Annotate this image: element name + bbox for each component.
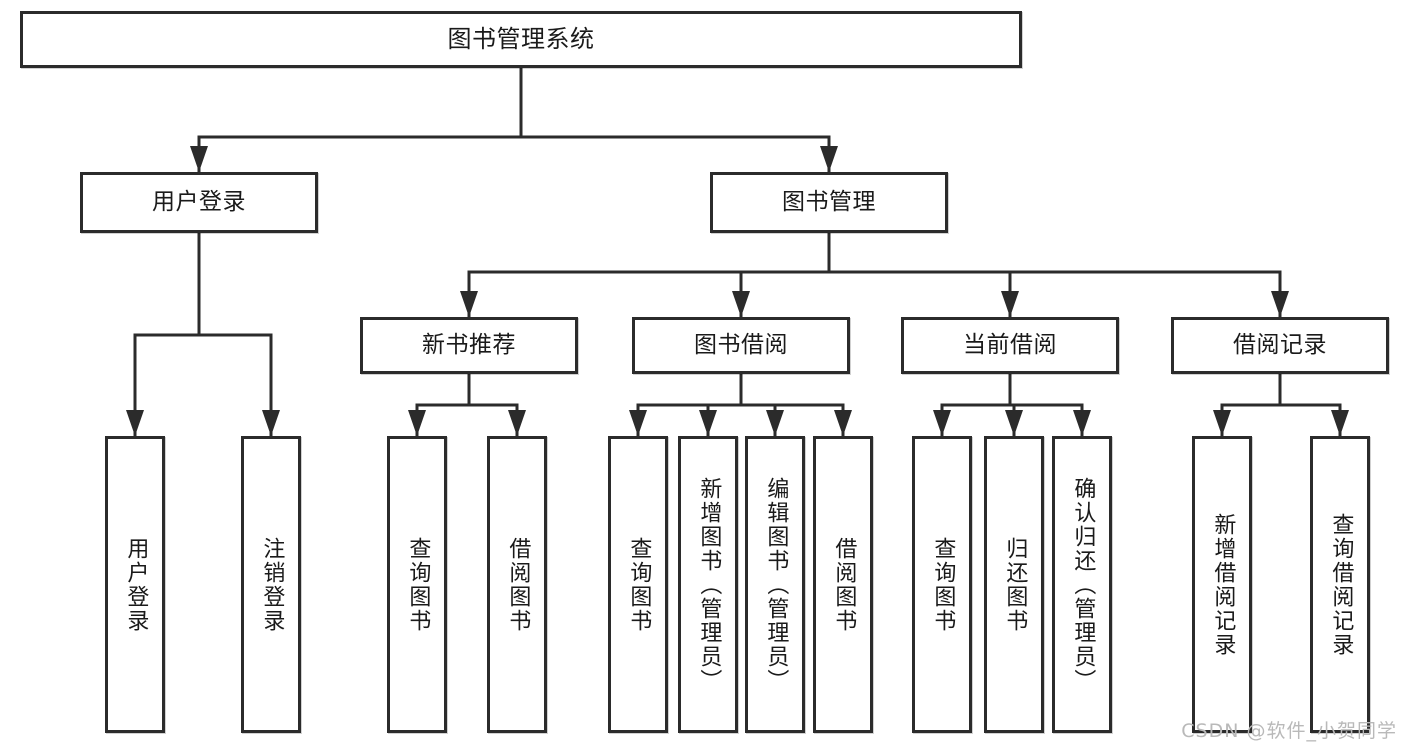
node-label: 查询图书 [405, 536, 431, 633]
node-bookmgmt[interactable]: 图书管理 [710, 172, 948, 233]
arrowhead [834, 410, 852, 436]
arrowhead [508, 410, 526, 436]
arrowhead [1331, 410, 1349, 436]
node-leaf-nb-query[interactable]: 查询图书 [387, 436, 447, 733]
node-borrow[interactable]: 图书借阅 [632, 317, 850, 374]
node-label: 编辑图书（管理员） [763, 476, 789, 693]
node-newbook[interactable]: 新书推荐 [360, 317, 578, 374]
node-leaf-bk-query[interactable]: 查询图书 [608, 436, 668, 733]
node-leaf-cur-return[interactable]: 归还图书 [984, 436, 1044, 733]
node-leaf-nb-borrow[interactable]: 借阅图书 [487, 436, 547, 733]
arrowhead [699, 410, 717, 436]
arrowhead [766, 410, 784, 436]
node-leaf-rec-add[interactable]: 新增借阅记录 [1192, 436, 1252, 733]
node-label: 确认归还（管理员） [1070, 476, 1096, 693]
node-label: 图书借阅 [694, 331, 788, 358]
arrowhead [1005, 410, 1023, 436]
node-label: 新书推荐 [422, 331, 516, 358]
node-root[interactable]: 图书管理系统 [20, 11, 1022, 68]
node-current[interactable]: 当前借阅 [901, 317, 1119, 374]
node-label: 借阅记录 [1233, 331, 1327, 358]
watermark-text: CSDN @软件_小贺同学 [1181, 720, 1397, 742]
node-label: 注销登录 [259, 536, 285, 633]
node-label: 新增图书（管理员） [696, 476, 722, 693]
arrowhead [1213, 410, 1231, 436]
arrowhead [1073, 410, 1091, 436]
arrowhead [933, 410, 951, 436]
node-label: 当前借阅 [963, 331, 1057, 358]
arrowhead [1271, 291, 1289, 317]
node-label: 查询图书 [626, 536, 652, 633]
node-login[interactable]: 用户登录 [80, 172, 318, 233]
arrowhead [1001, 291, 1019, 317]
node-leaf-bk-borrow[interactable]: 借阅图书 [813, 436, 873, 733]
arrowhead [460, 291, 478, 317]
node-records[interactable]: 借阅记录 [1171, 317, 1389, 374]
node-label: 图书管理系统 [447, 25, 595, 54]
arrowhead [629, 410, 647, 436]
node-label: 查询图书 [930, 536, 956, 633]
node-label: 借阅图书 [505, 536, 531, 633]
node-leaf-user-logout[interactable]: 注销登录 [241, 436, 301, 733]
arrowhead [820, 146, 838, 172]
arrowhead [126, 410, 144, 436]
node-leaf-rec-query[interactable]: 查询借阅记录 [1310, 436, 1370, 733]
node-leaf-bk-add[interactable]: 新增图书（管理员） [678, 436, 738, 733]
node-label: 查询借阅记录 [1328, 512, 1354, 657]
node-label: 借阅图书 [831, 536, 857, 633]
arrowhead [408, 410, 426, 436]
node-label: 新增借阅记录 [1210, 512, 1236, 657]
node-leaf-cur-confirm[interactable]: 确认归还（管理员） [1052, 436, 1112, 733]
node-leaf-cur-query[interactable]: 查询图书 [912, 436, 972, 733]
node-leaf-bk-edit[interactable]: 编辑图书（管理员） [745, 436, 805, 733]
node-label: 归还图书 [1002, 536, 1028, 633]
node-leaf-user-login[interactable]: 用户登录 [105, 436, 165, 733]
arrowhead [732, 291, 750, 317]
arrowhead [190, 146, 208, 172]
node-label: 用户登录 [123, 536, 149, 633]
node-label: 用户登录 [152, 188, 246, 215]
arrowhead [262, 410, 280, 436]
node-label: 图书管理 [782, 188, 876, 215]
